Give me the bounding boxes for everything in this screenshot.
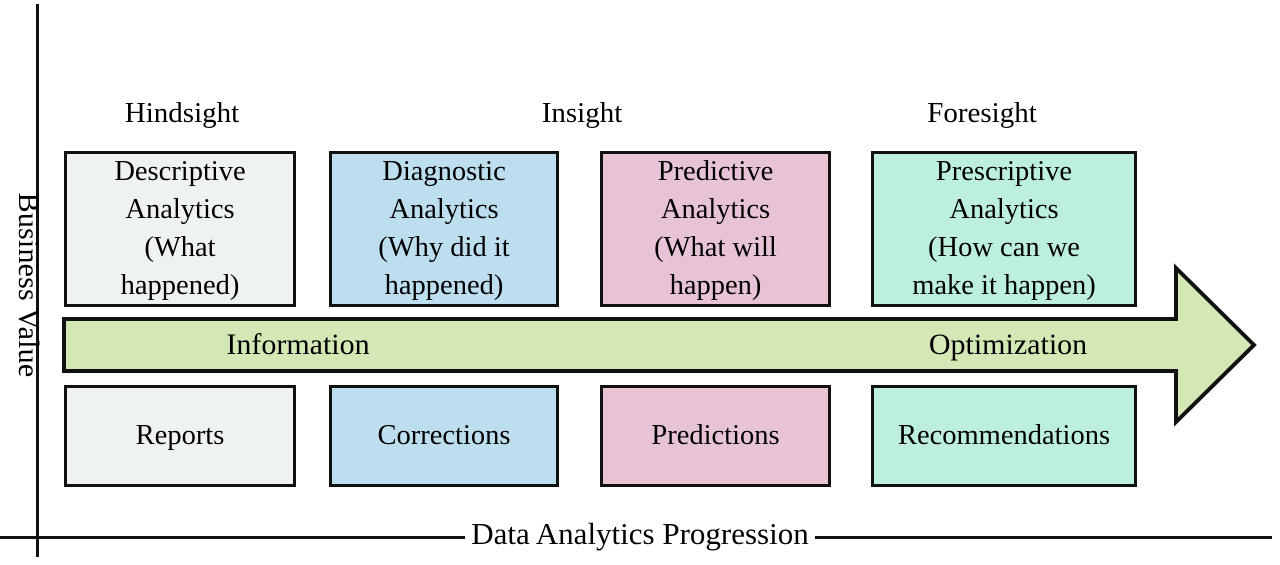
x-axis-label: Data Analytics Progression — [0, 516, 1280, 551]
progression-arrow — [62, 262, 1258, 428]
analytics-box-label: Diagnostic Analytics (Why did it happene… — [378, 155, 510, 302]
progression-arrow-shape — [62, 263, 1257, 427]
output-box-reports[interactable]: Reports — [64, 385, 296, 487]
analytics-box-diagnostic[interactable]: Diagnostic Analytics (Why did it happene… — [329, 151, 559, 307]
analytics-box-prescriptive[interactable]: Prescriptive Analytics (How can we make … — [871, 151, 1137, 307]
x-axis-label-text: Data Analytics Progression — [465, 516, 815, 551]
analytics-box-label: Predictive Analytics (What will happen) — [654, 155, 777, 302]
analytics-box-label: Descriptive Analytics (What happened) — [114, 155, 246, 302]
stage-header-hindsight: Hindsight — [124, 97, 240, 129]
arrow-label-information: Information — [226, 328, 370, 361]
output-box-predictions[interactable]: Predictions — [600, 385, 831, 487]
output-box-label: Predictions — [651, 419, 780, 451]
y-axis-line — [36, 4, 39, 557]
output-box-label: Reports — [135, 419, 225, 451]
output-box-corrections[interactable]: Corrections — [329, 385, 559, 487]
stage-header-insight: Insight — [541, 97, 623, 129]
analytics-box-label: Prescriptive Analytics (How can we make … — [912, 155, 1096, 302]
output-box-recommendations[interactable]: Recommendations — [871, 385, 1137, 487]
stage-header-foresight: Foresight — [927, 97, 1037, 129]
analytics-box-predictive[interactable]: Predictive Analytics (What will happen) — [600, 151, 831, 307]
y-axis-label: Business Value — [12, 192, 45, 378]
output-box-label: Corrections — [377, 419, 511, 451]
arrow-label-optimization: Optimization — [928, 328, 1088, 361]
output-box-label: Recommendations — [897, 419, 1111, 451]
analytics-box-descriptive[interactable]: Descriptive Analytics (What happened) — [64, 151, 296, 307]
